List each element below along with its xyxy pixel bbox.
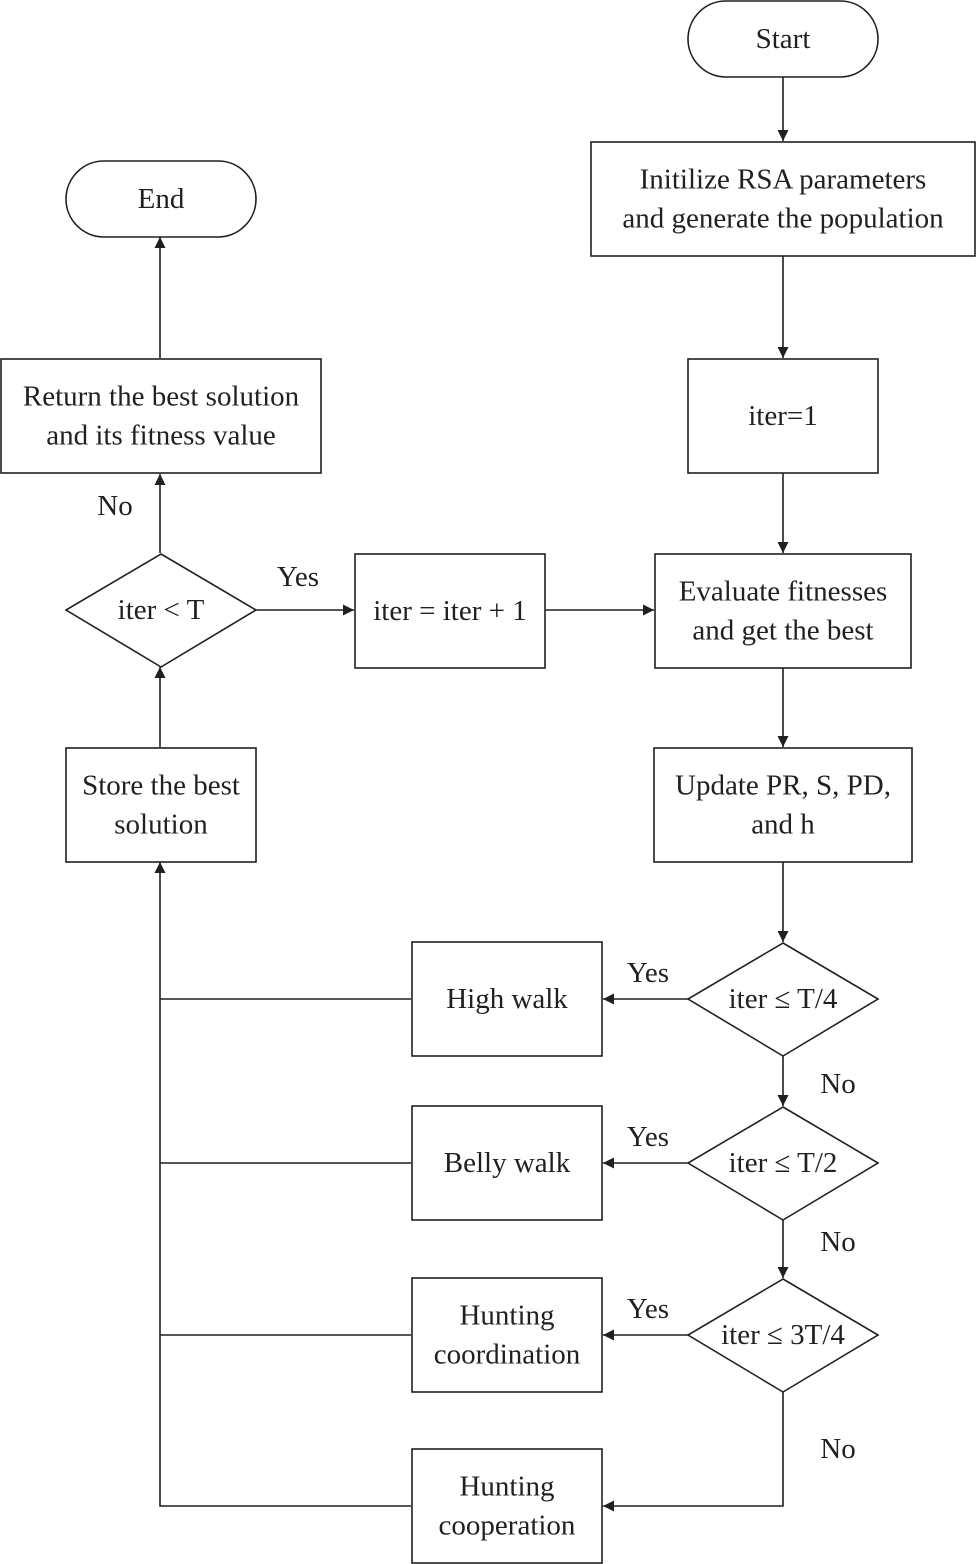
node-label-line: iter ≤ T/4 [729, 983, 838, 1015]
node-label-line: Update PR, S, PD, [675, 770, 891, 802]
node-evaluate: Evaluate fitnesses and get the best [654, 553, 912, 669]
label-quarter-yes: Yes [627, 957, 669, 989]
node-hunting-coordination-label: Hunting coordination [434, 1300, 581, 1371]
node-label-line: Hunting [459, 1300, 554, 1332]
node-label-line: iter = iter + 1 [373, 595, 527, 627]
node-update-label: Update PR, S, PD, and h [675, 770, 891, 841]
node-label-line: Return the best solution [23, 381, 300, 413]
node-end-label: End [138, 183, 185, 215]
node-cond-loop: iter < T [64, 553, 258, 668]
node-belly-walk-label: Belly walk [444, 1147, 571, 1179]
node-label-line: iter < T [118, 594, 205, 626]
node-evaluate-label: Evaluate fitnesses and get the best [679, 576, 888, 647]
node-label-line: and generate the population [622, 203, 944, 235]
node-high-walk-label: High walk [446, 983, 568, 1015]
node-start-label: Start [756, 23, 811, 55]
label-loop-no: No [97, 490, 132, 522]
label-three-quarter-no: No [820, 1433, 855, 1465]
node-end: End [65, 160, 257, 238]
label-quarter-no: No [820, 1068, 855, 1100]
node-high-walk: High walk [411, 941, 603, 1057]
label-three-quarter-yes: Yes [627, 1293, 669, 1325]
node-iter-init-label: iter=1 [748, 400, 818, 432]
node-label-line: solution [114, 809, 208, 841]
node-init: Initilize RSA parameters and generate the… [590, 141, 976, 257]
node-label-line: iter=1 [748, 400, 818, 432]
node-increment: iter = iter + 1 [354, 553, 546, 669]
node-label-line: Belly walk [444, 1147, 571, 1179]
node-store-best-label: Store the best solution [82, 770, 240, 841]
node-cond-three-quarter: iter ≤ 3T/4 [686, 1278, 880, 1393]
edges [154, 77, 789, 1512]
node-init-label: Initilize RSA parameters and generate the… [622, 164, 944, 235]
node-cond-three-quarter-label: iter ≤ 3T/4 [721, 1319, 845, 1351]
node-label-line: Start [756, 23, 811, 55]
node-increment-label: iter = iter + 1 [373, 595, 527, 627]
node-hunting-cooperation-label: Hunting cooperation [439, 1471, 576, 1542]
node-return-best-label: Return the best solution and its fitness … [23, 381, 300, 452]
node-return-best: Return the best solution and its fitness … [0, 358, 322, 474]
node-hunting-cooperation: Hunting cooperation [411, 1448, 603, 1564]
node-label-line: and its fitness value [46, 420, 276, 452]
label-half-yes: Yes [627, 1121, 669, 1153]
node-label-line: cooperation [439, 1510, 576, 1542]
node-label-line: iter ≤ 3T/4 [721, 1319, 845, 1351]
node-label-line: High walk [446, 983, 568, 1015]
node-label-line: Store the best [82, 770, 240, 802]
node-cond-quarter-label: iter ≤ T/4 [729, 983, 838, 1015]
edge-labels: Yes No Yes No Yes No Yes No [97, 490, 855, 1465]
node-cond-half-label: iter ≤ T/2 [729, 1147, 838, 1179]
node-hunting-coordination: Hunting coordination [411, 1277, 603, 1393]
node-iter-init: iter=1 [687, 358, 879, 474]
node-start: Start [687, 0, 879, 78]
label-half-no: No [820, 1226, 855, 1258]
node-label-line: Initilize RSA parameters [640, 164, 927, 196]
node-label-line: and h [751, 809, 815, 841]
node-label-line: coordination [434, 1339, 581, 1371]
node-store-best: Store the best solution [65, 747, 257, 863]
node-label-line: Evaluate fitnesses [679, 576, 888, 608]
node-label-line: End [138, 183, 185, 215]
node-cond-loop-label: iter < T [118, 594, 205, 626]
node-cond-quarter: iter ≤ T/4 [686, 942, 880, 1057]
node-update: Update PR, S, PD, and h [653, 747, 913, 863]
node-label-line: and get the best [692, 615, 873, 647]
node-belly-walk: Belly walk [411, 1105, 603, 1221]
node-label-line: Hunting [459, 1471, 554, 1503]
node-label-line: iter ≤ T/2 [729, 1147, 838, 1179]
node-cond-half: iter ≤ T/2 [686, 1106, 880, 1221]
edge-cond-three-quarter-to-hunting-cooperation [603, 1392, 784, 1512]
label-loop-yes: Yes [277, 561, 319, 593]
edge-hunting-cooperation-to-store-best [154, 862, 411, 1507]
